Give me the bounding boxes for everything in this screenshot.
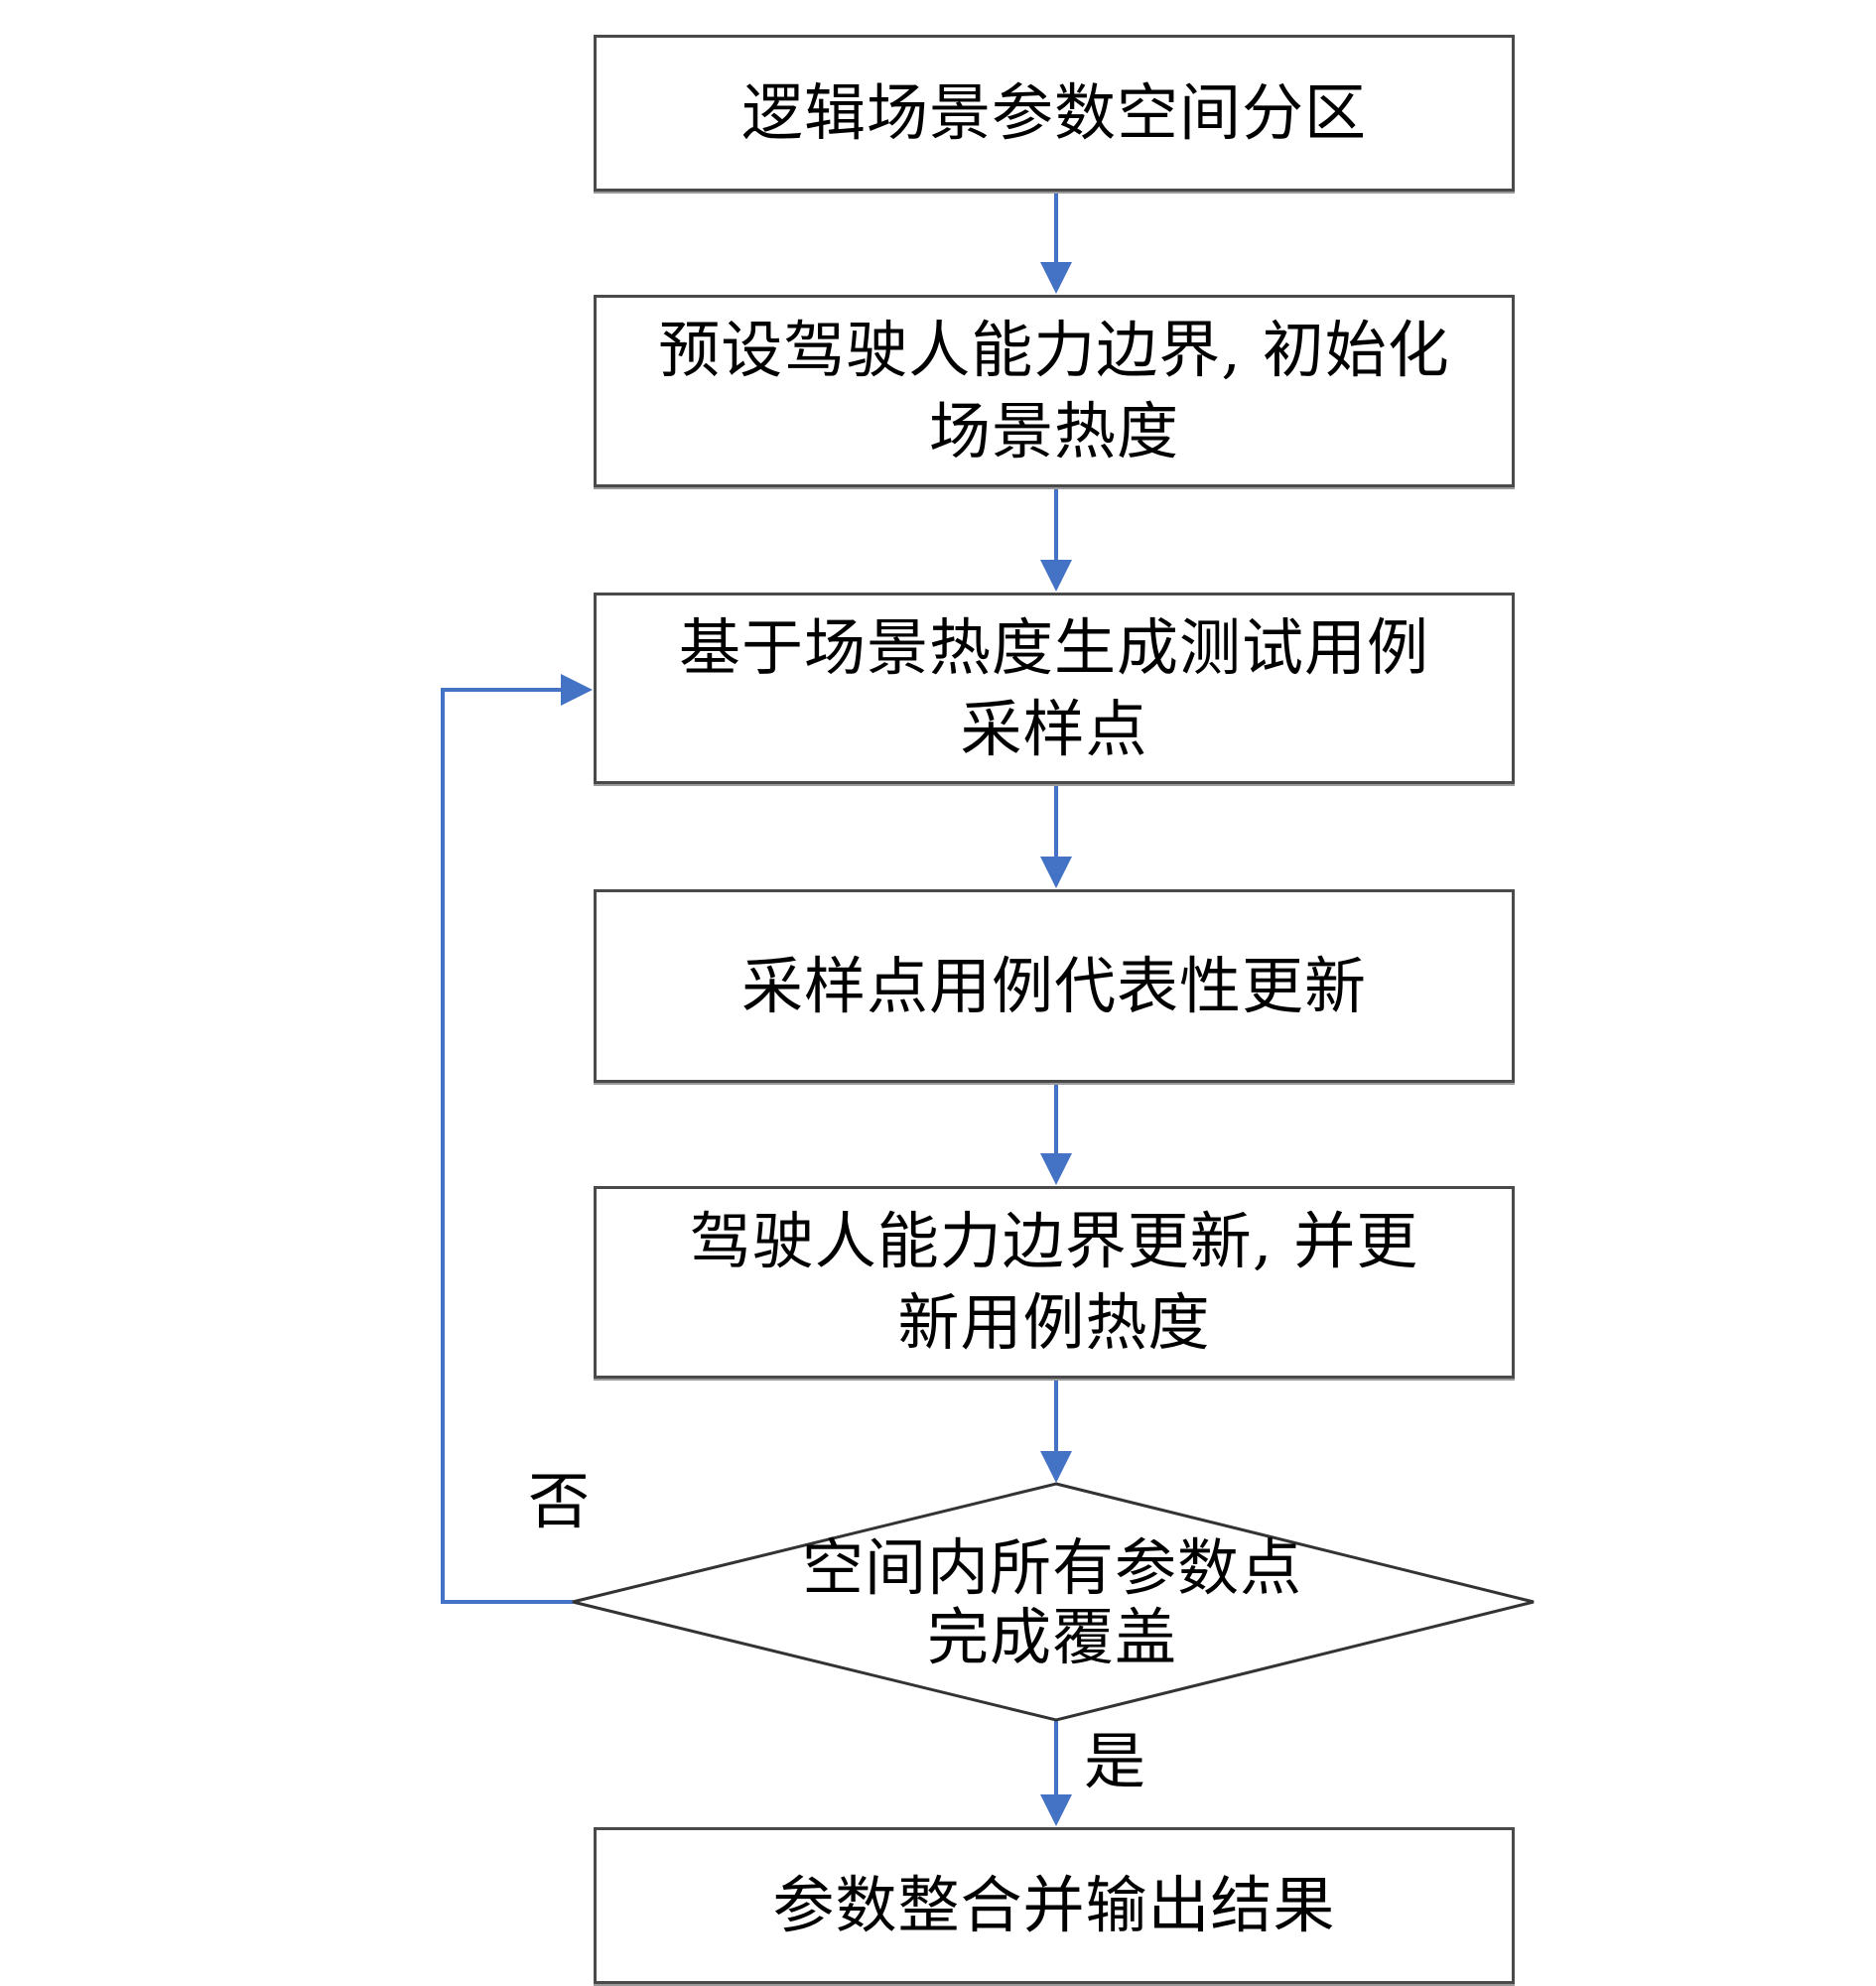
step-2-text-line2: 场景热度	[928, 395, 1179, 467]
step-1-box: 逻辑场景参数空间分区	[594, 35, 1515, 192]
step-4-text: 采样点用例代表性更新	[740, 949, 1367, 1022]
no-label: 否	[528, 1465, 591, 1537]
step-2-box: 预设驾驶人能力边界, 初始化 场景热度	[594, 295, 1515, 487]
decision-text: 空间内所有参数点 完成覆盖	[754, 1528, 1350, 1677]
step-5-text-line1: 驾驶人能力边界更新, 并更	[689, 1205, 1419, 1277]
step-3-text-line2: 采样点	[960, 692, 1148, 765]
step-2-text-line1: 预设驾驶人能力边界, 初始化	[658, 314, 1450, 386]
final-step-text: 参数整合并输出结果	[772, 1869, 1336, 1941]
yes-label: 是	[1084, 1725, 1146, 1797]
decision-text-line1: 空间内所有参数点	[801, 1531, 1302, 1604]
step-3-text-line1: 基于场景热度生成测试用例	[678, 610, 1429, 684]
decision-diamond	[572, 1482, 1535, 1722]
step-5-box: 驾驶人能力边界更新, 并更 新用例热度	[594, 1186, 1515, 1379]
step-5-text-line2: 新用例热度	[897, 1286, 1211, 1359]
decision-text-line2: 完成覆盖	[926, 1601, 1177, 1673]
step-4-box: 采样点用例代表性更新	[594, 889, 1515, 1083]
step-1-text: 逻辑场景参数空间分区	[740, 76, 1367, 149]
step-3-box: 基于场景热度生成测试用例 采样点	[594, 593, 1515, 784]
final-step-box: 参数整合并输出结果	[594, 1827, 1515, 1984]
loop-back-arrow	[441, 674, 593, 1604]
